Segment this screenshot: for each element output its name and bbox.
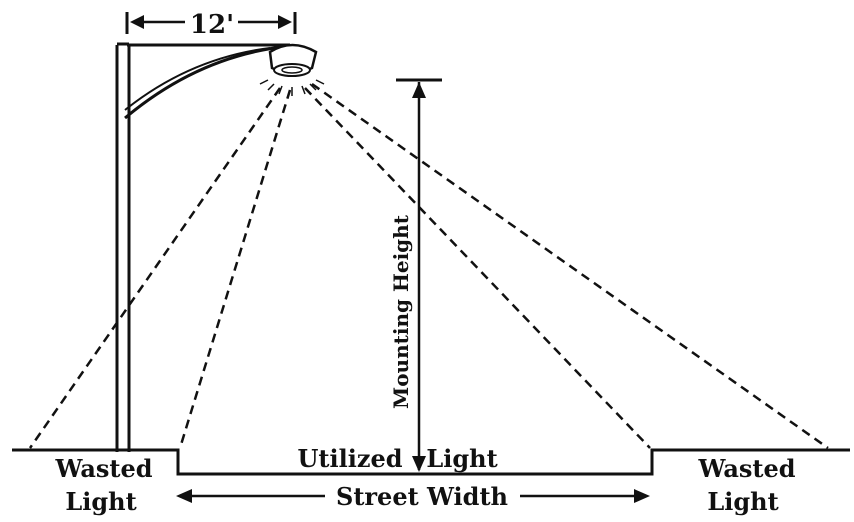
light-pole [115, 42, 131, 452]
wasted-light-right-line1: Wasted [697, 454, 795, 483]
light-rays [28, 82, 829, 450]
ground-profile [12, 448, 850, 476]
arm-length-label: 12' [190, 10, 234, 40]
wasted-light-right-line2: Light [707, 487, 778, 516]
street-width-dimension: Street Width [176, 482, 650, 511]
wasted-light-left-line2: Light [65, 487, 136, 516]
utilized-light-label-2: Light [426, 444, 497, 473]
arm-length-dimension: 12' [125, 10, 297, 40]
utilized-light-label-1: Utilized [297, 444, 402, 473]
luminaire [259, 43, 325, 96]
ray-utilized-right [304, 87, 651, 449]
light-arm [124, 43, 291, 120]
ray-utilized-left [178, 89, 292, 449]
mounting-height-dimension: Mounting Height [389, 78, 442, 472]
ray-wasted-right [311, 82, 829, 450]
mounting-height-label: Mounting Height [389, 214, 413, 409]
street-width-label: Street Width [336, 482, 508, 511]
wasted-light-left-line1: Wasted [54, 454, 152, 483]
ray-wasted-left [28, 87, 282, 449]
